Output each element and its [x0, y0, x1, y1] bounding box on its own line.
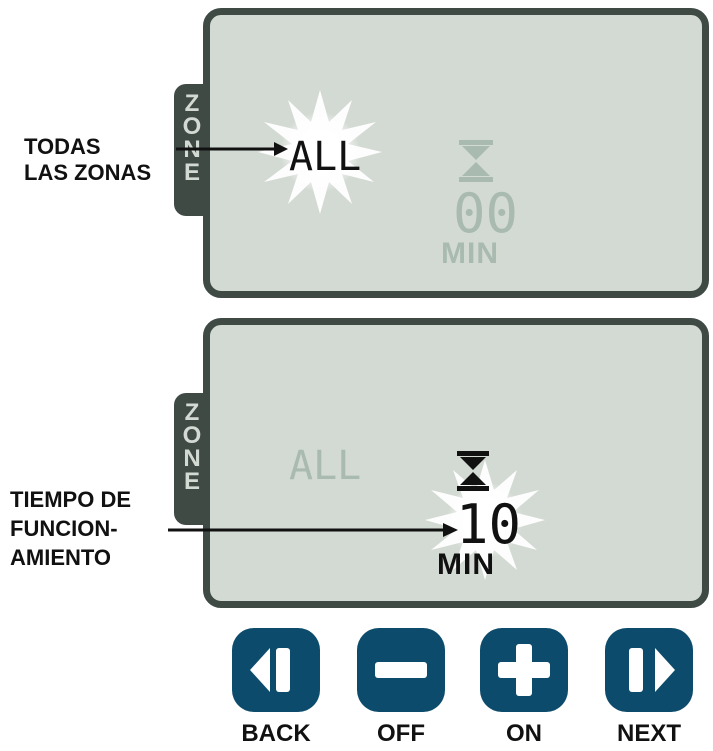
next-icon [629, 648, 675, 692]
zone-letter: Z [184, 90, 200, 117]
plus-icon [498, 644, 550, 696]
time-display-active: 10 [456, 493, 521, 556]
flash-glow [425, 460, 545, 580]
next-button[interactable] [605, 628, 693, 712]
callout-arrow [168, 523, 458, 537]
zone-display-active: ALL [289, 134, 361, 180]
on-label: ON [506, 720, 542, 747]
zone-display-dim: ALL [289, 443, 361, 489]
hourglass-icon [457, 451, 489, 491]
on-button[interactable] [480, 628, 568, 712]
off-label: OFF [377, 720, 425, 747]
zone-tab: Z O N E [174, 393, 210, 525]
minus-icon [375, 662, 427, 678]
zone-letter: N [183, 445, 201, 472]
zone-letter: O [182, 422, 202, 449]
time-display-dim: 00 [453, 182, 518, 245]
back-label: BACK [241, 720, 311, 747]
flash-glow [258, 90, 382, 214]
zone-letter: E [183, 468, 200, 495]
back-button[interactable] [232, 628, 320, 712]
callout-all-zones: TODAS LAS ZONAS [24, 134, 152, 185]
zone-letter: Z [184, 399, 200, 426]
min-unit-label: MIN [441, 237, 499, 270]
hourglass-icon [459, 140, 493, 182]
off-button[interactable] [357, 628, 445, 712]
back-icon [250, 648, 290, 692]
zone-letter: O [182, 113, 202, 140]
zone-letter: E [183, 159, 200, 186]
callout-run-time: TIEMPO DE FUNCION- AMIENTO [10, 487, 132, 570]
min-unit-label: MIN [437, 548, 495, 581]
lcd-panel-run-time [203, 318, 709, 608]
next-label: NEXT [616, 720, 681, 747]
callout-arrow [176, 142, 288, 156]
